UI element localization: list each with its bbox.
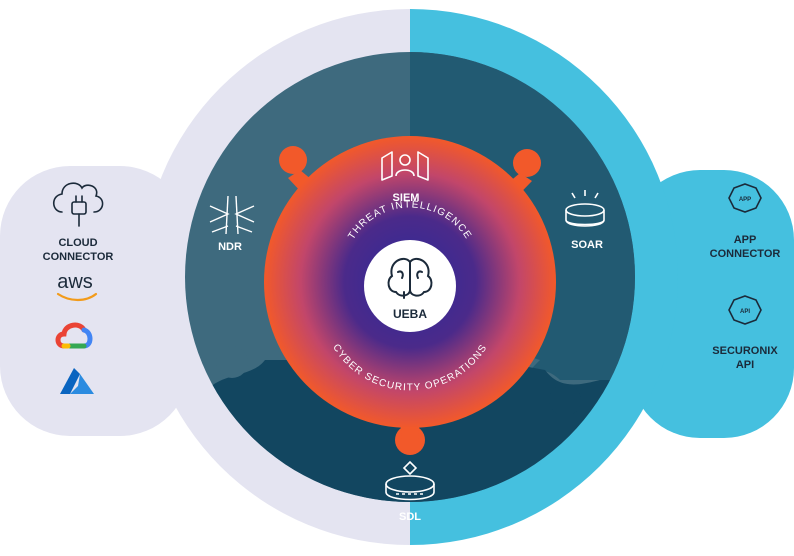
cloud-connector-line1: CLOUD (58, 237, 97, 249)
google-cloud-icon (55, 322, 93, 349)
cloud-plug-icon (52, 182, 104, 227)
ueba-label: UEBA (393, 307, 427, 321)
brain-icon (387, 257, 433, 299)
aws-smile-icon (56, 292, 98, 302)
app-badge-icon (728, 183, 762, 213)
api-badge-icon (728, 295, 762, 325)
left-panel-bg (0, 166, 190, 436)
sdl-label: SDL (399, 511, 421, 523)
app-connector-line1: APP (734, 234, 757, 246)
app-badge-text: APP (739, 197, 751, 203)
securonix-api-line1: SECURONIX (712, 345, 778, 357)
siem-icon (381, 151, 429, 181)
sdl-icon (385, 460, 435, 501)
azure-icon (60, 368, 94, 394)
aws-logo: aws (57, 271, 93, 293)
cloud-connector-line2: CONNECTOR (43, 251, 114, 263)
securonix-api-line2: API (736, 359, 754, 371)
app-connector-line2: CONNECTOR (710, 248, 781, 260)
ndr-label: NDR (218, 241, 242, 253)
siem-label: SIEM (393, 192, 420, 204)
soar-label: SOAR (571, 239, 603, 251)
ndr-icon (209, 195, 255, 235)
api-badge-text: API (740, 309, 750, 315)
soar-icon (565, 190, 605, 227)
